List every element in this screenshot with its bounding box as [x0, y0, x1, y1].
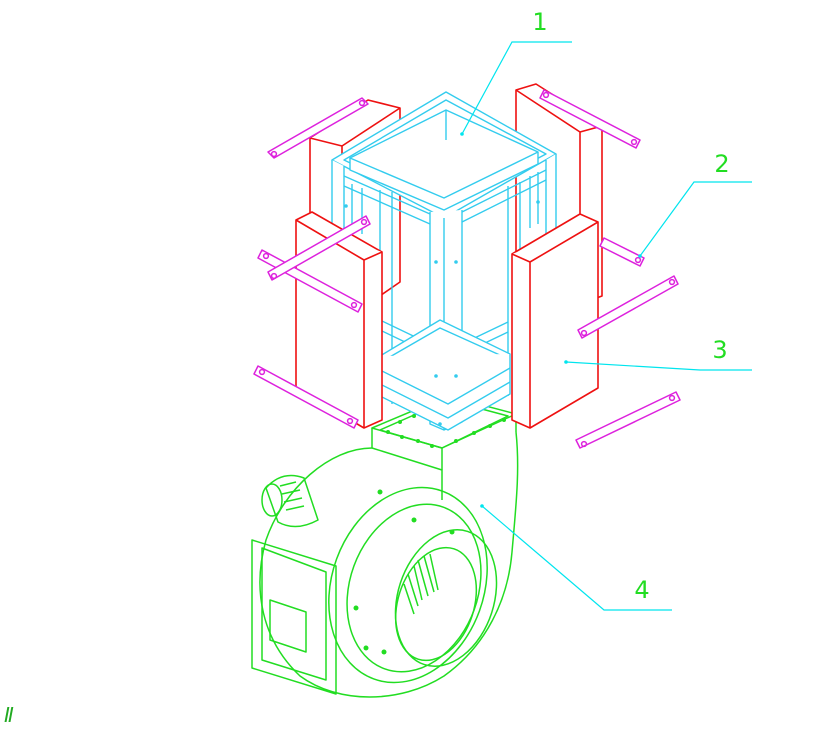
callout-4-label: 4 — [634, 576, 649, 604]
side-panels-front — [295, 211, 599, 429]
callout-2: 2 — [638, 150, 752, 258]
callout-4: 4 — [480, 504, 672, 611]
callout-3: 3 — [564, 336, 752, 371]
callout-2-label: 2 — [714, 150, 729, 178]
centrifugal-fan — [251, 395, 519, 698]
corner-mark: Ⅱ — [4, 703, 14, 727]
filter-frame — [331, 91, 557, 431]
callout-1-label: 1 — [532, 8, 547, 36]
callout-1: 1 — [460, 8, 572, 136]
clamp-straps — [253, 89, 681, 449]
callout-3-label: 3 — [712, 336, 727, 364]
